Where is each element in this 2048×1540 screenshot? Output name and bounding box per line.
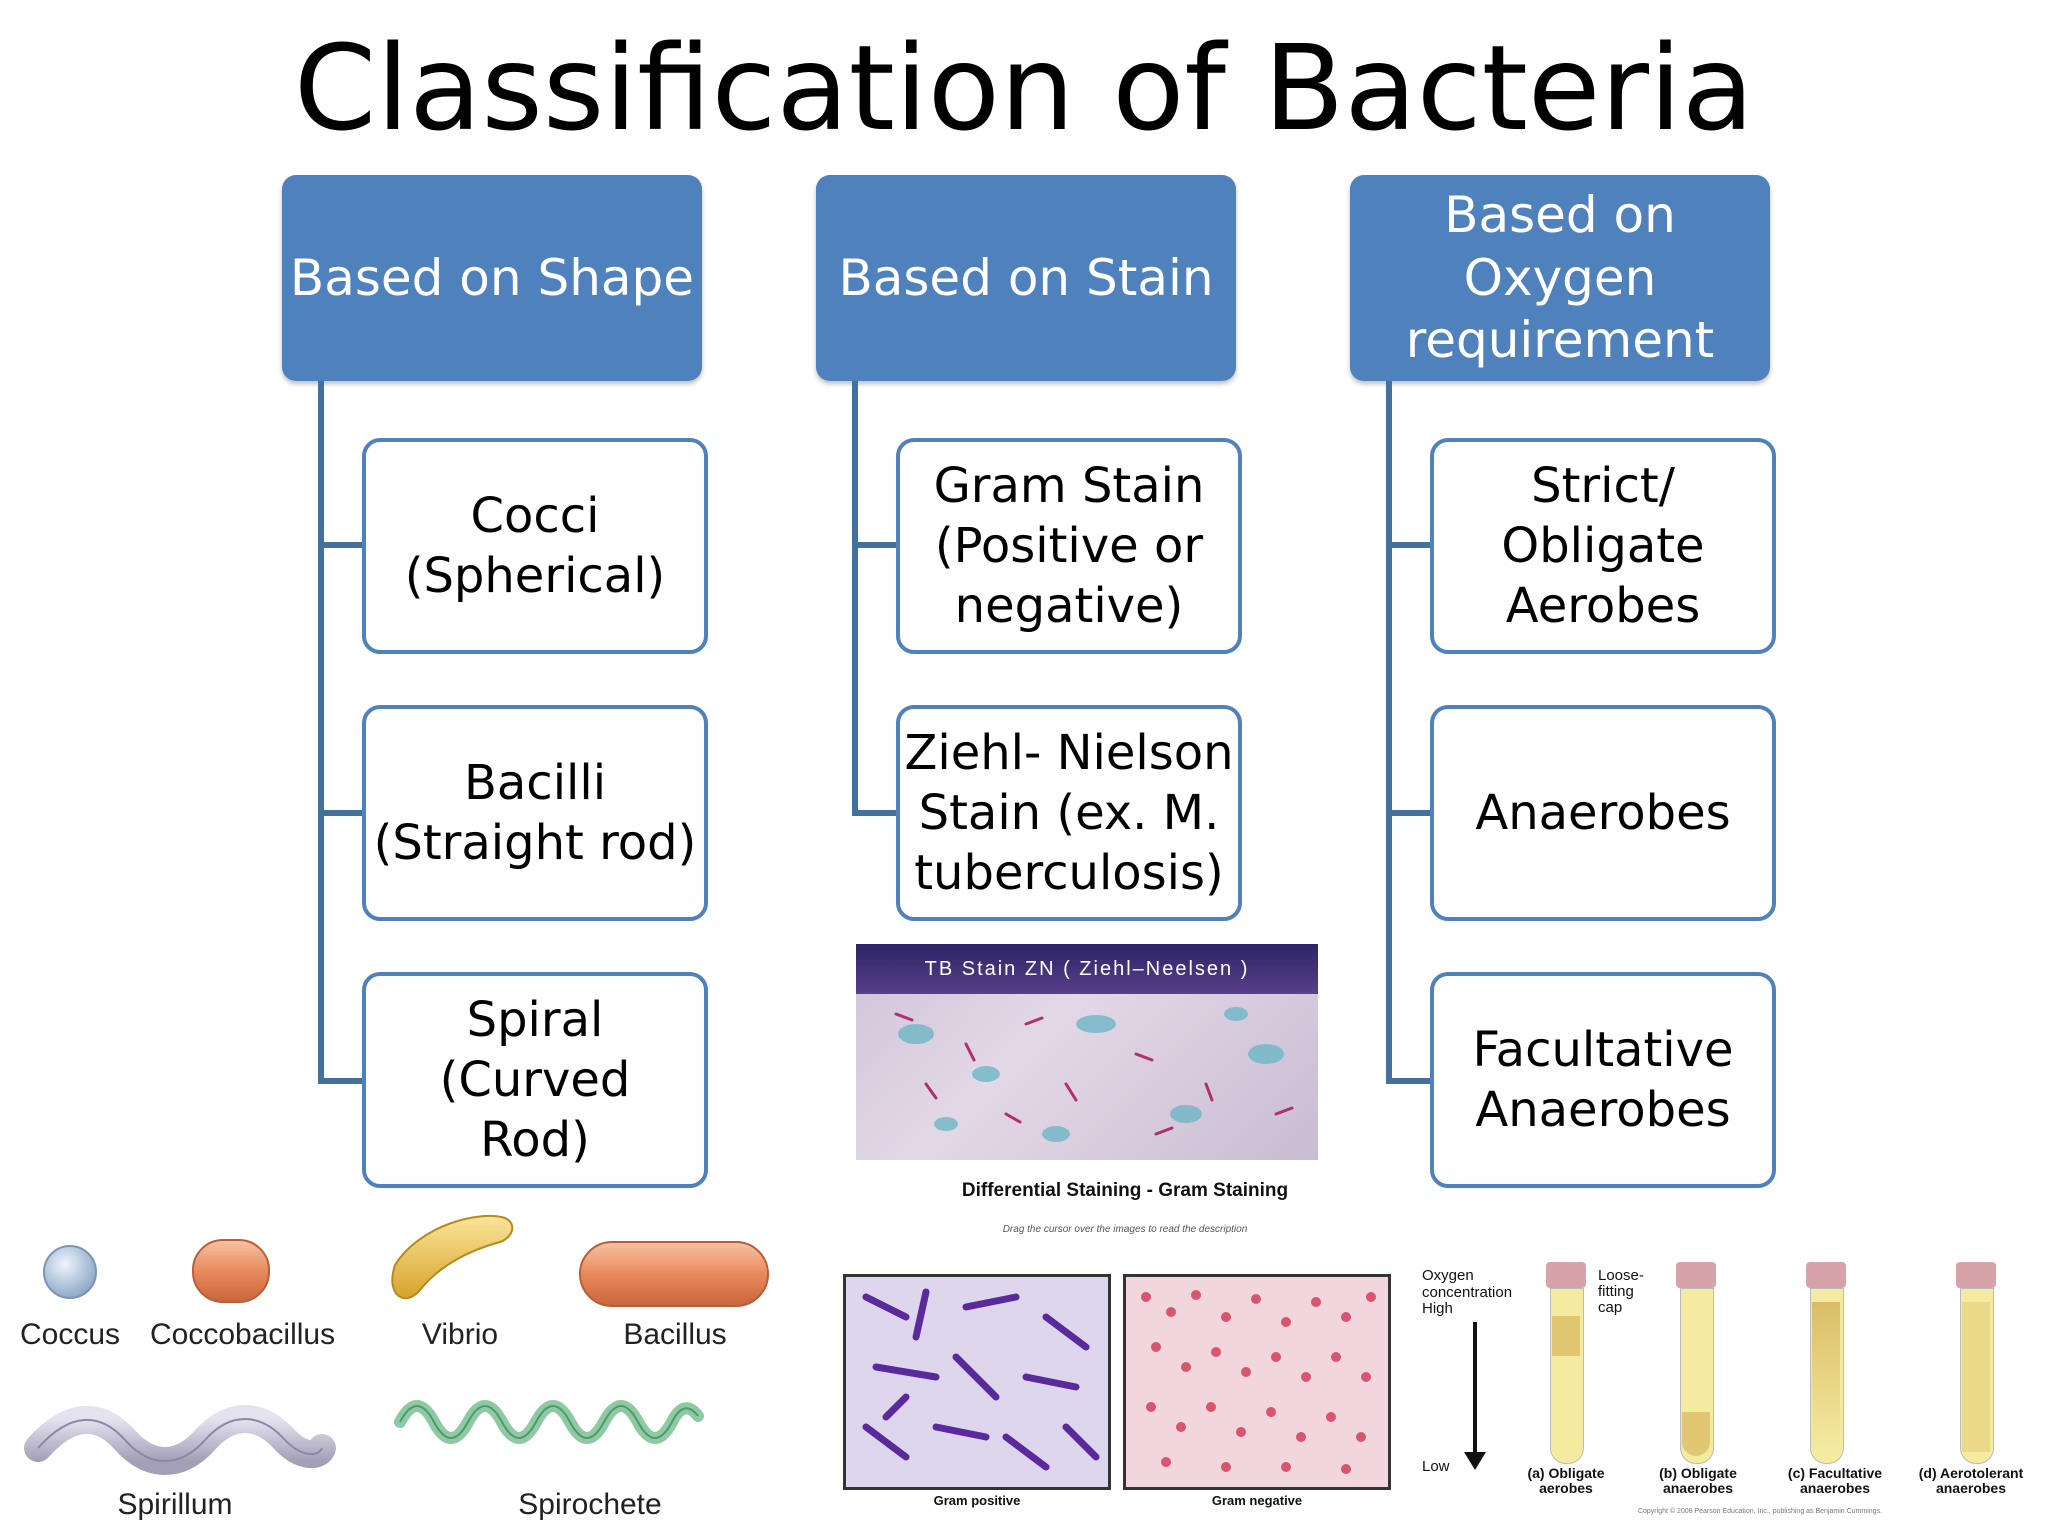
tb-stain-caption: TB Stain ZN ( Ziehl–Neelsen ) (924, 957, 1250, 980)
connector-stain-1 (852, 542, 898, 548)
label-vibrio: Vibrio (421, 1318, 499, 1351)
item-gram-stain: Gram Stain (Positive or negative) (896, 438, 1242, 654)
gram-positive-rods (862, 1288, 1100, 1471)
header-stain: Based on Stain (816, 175, 1236, 381)
connector-oxygen-1 (1386, 542, 1432, 548)
label-spirochete: Spirochete (518, 1488, 662, 1521)
tb-stain-caption-bar: TB Stain ZN ( Ziehl–Neelsen ) (856, 944, 1318, 994)
tube-b (1676, 1262, 1716, 1464)
tube-cap (1956, 1262, 1996, 1288)
cap-label: Loose- fitting cap (1598, 1267, 1644, 1316)
tb-stain-image: TB Stain ZN ( Ziehl–Neelsen ) (856, 944, 1318, 1160)
gram-positive-label: Gram positive (933, 1493, 1021, 1508)
gram-negative-cells (1141, 1290, 1376, 1474)
oxygen-copyright: Copyright © 2008 Pearson Education, Inc.… (1637, 1508, 1883, 1515)
connector-shape-1 (318, 542, 364, 548)
connector-stain-2 (852, 810, 898, 816)
shapes-figure: Coccus Coccobacillus Vibrio Bacillus Spi… (0, 1190, 800, 1536)
connector-stain-vertical (852, 381, 858, 816)
connector-oxygen-3 (1386, 1078, 1432, 1084)
coccobacillus-icon (192, 1239, 270, 1303)
item-facultative-anaerobes: Facultative Anaerobes (1430, 972, 1776, 1188)
item-bacilli: Bacilli (Straight rod) (362, 705, 708, 921)
oxygen-axis-title: Oxygen concentration High (1422, 1267, 1513, 1317)
tube-cap (1676, 1262, 1716, 1288)
tube-d (1956, 1262, 1996, 1464)
connector-shape-vertical (318, 381, 324, 1084)
tube-cap (1806, 1262, 1846, 1288)
header-oxygen: Based on Oxygen requirement (1350, 175, 1770, 381)
tube-label-d: (d) Aerotolerant anaerobes (1918, 1465, 2024, 1496)
connector-shape-2 (318, 810, 364, 816)
connector-oxygen-2 (1386, 810, 1432, 816)
vibrio-icon (391, 1214, 514, 1300)
tube-c (1806, 1262, 1846, 1464)
header-shape: Based on Shape (282, 175, 702, 381)
item-anaerobes: Anaerobes (1430, 705, 1776, 921)
tube-label-b: (b) Obligate anaerobes (1659, 1465, 1737, 1496)
gram-figure-subtitle: Drag the cursor over the images to read … (1002, 1224, 1248, 1235)
label-spirillum: Spirillum (117, 1488, 233, 1521)
oxygen-arrow-icon (1473, 1322, 1477, 1457)
arrow-down-icon (1464, 1452, 1486, 1470)
bacteria-shapes-illustration (24, 1214, 769, 1475)
spirillum-icon (24, 1405, 336, 1475)
tube-a (1546, 1262, 1586, 1464)
tb-stain-cells (894, 1007, 1294, 1142)
bacillus-icon (579, 1241, 769, 1307)
tube-growth (1812, 1302, 1840, 1452)
header-stain-label: Based on Stain (838, 248, 1214, 307)
spirochete-icon (394, 1400, 704, 1444)
tube-body (1550, 1288, 1584, 1464)
label-coccobacillus: Coccobacillus (150, 1318, 336, 1351)
item-strict-aerobes: Strict/ Obligate Aerobes (1430, 438, 1776, 654)
header-oxygen-label: Based on Oxygen requirement (1405, 186, 1715, 370)
connector-shape-3 (318, 1078, 364, 1084)
tube-cap (1546, 1262, 1586, 1288)
tube-label-a: (a) Obligate aerobes (1527, 1465, 1605, 1496)
label-coccus: Coccus (20, 1318, 121, 1351)
item-cocci: Cocci (Spherical) (362, 438, 708, 654)
item-ziehl-nielson: Ziehl- Nielson Stain (ex. M. tuberculosi… (896, 705, 1242, 921)
tube-label-c: (c) Facultative anaerobes (1787, 1465, 1883, 1496)
oxygen-low-label: Low (1422, 1458, 1450, 1475)
page-title: Classification of Bacteria (293, 19, 1755, 157)
coccus-icon (43, 1245, 97, 1299)
connector-oxygen-vertical (1386, 381, 1392, 1084)
gram-positive-image (843, 1274, 1111, 1490)
tube-growth (1552, 1316, 1580, 1356)
item-spiral: Spiral (Curved Rod) (362, 972, 708, 1188)
gram-negative-image (1123, 1274, 1391, 1490)
header-shape-label: Based on Shape (289, 248, 695, 307)
tube-growth (1962, 1302, 1990, 1452)
tube-growth (1682, 1412, 1710, 1456)
gram-figure-title: Differential Staining - Gram Staining (961, 1180, 1289, 1201)
label-bacillus: Bacillus (623, 1318, 727, 1351)
gram-negative-label: Gram negative (1211, 1493, 1303, 1508)
